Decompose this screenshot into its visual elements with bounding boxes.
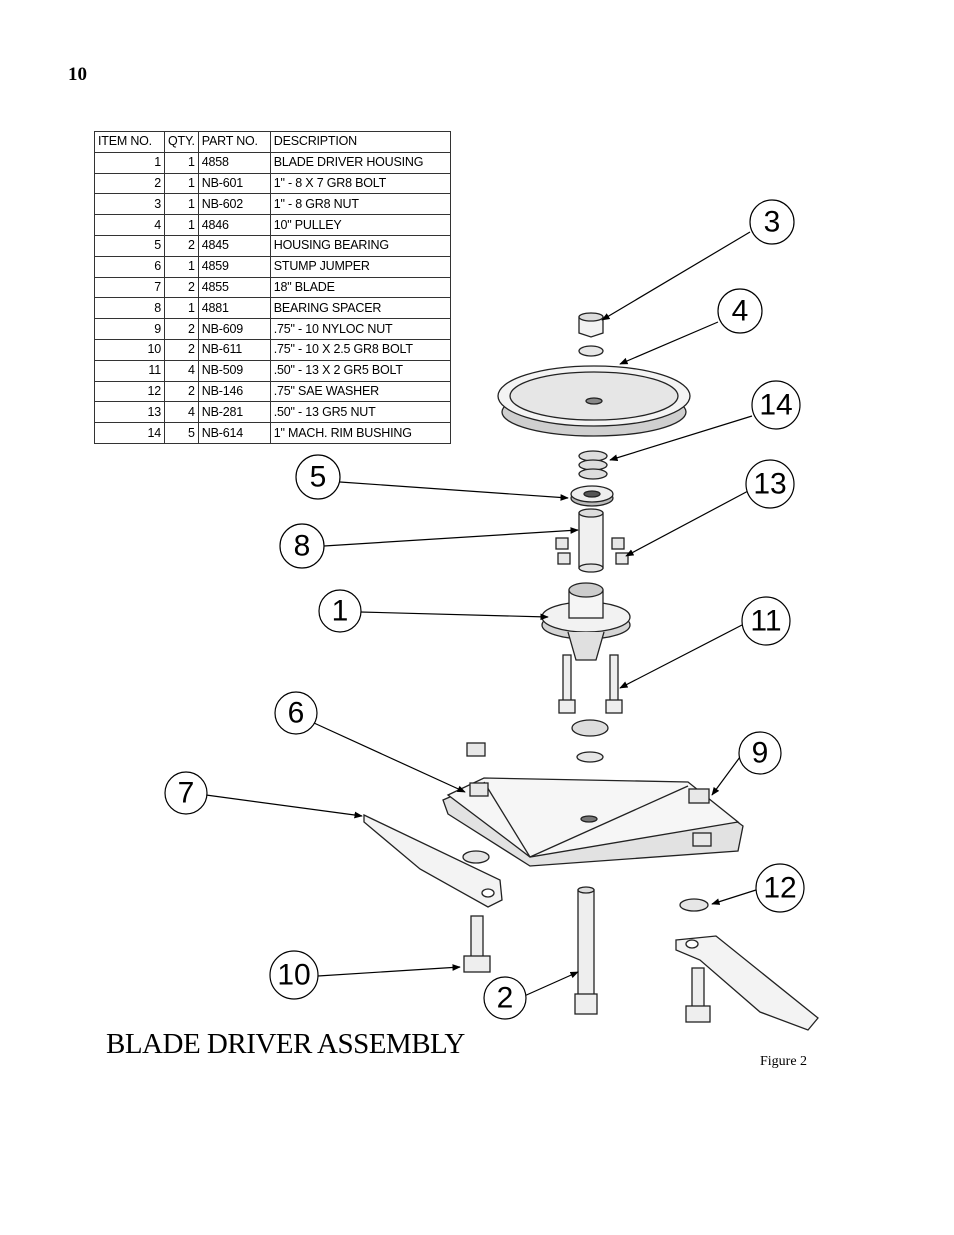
nut-part — [578, 312, 604, 338]
description-cell: .75" - 10 NYLOC NUT — [269, 318, 451, 340]
callout-5: 5 — [310, 461, 327, 494]
item-no-cell: 13 — [94, 401, 165, 424]
header-qty: QTY. — [164, 131, 199, 153]
sae-washer-part — [679, 898, 709, 912]
page-number: 10 — [68, 64, 87, 85]
callout-6: 6 — [288, 697, 305, 730]
callout-circle-13 — [745, 459, 795, 509]
callout-circle-5 — [295, 454, 341, 500]
description-cell: 1" - 8 X 7 GR8 BOLT — [269, 172, 451, 195]
callout-3: 3 — [764, 206, 781, 239]
figure-label: Figure 2 — [760, 1054, 808, 1069]
description-cell: 10" PULLEY — [269, 214, 451, 236]
callout-7: 7 — [178, 777, 195, 810]
description-cell: .50" - 13 GR5 NUT — [269, 401, 451, 424]
loose-nut-part — [466, 742, 486, 757]
lower-bearing-part — [571, 719, 609, 737]
housing-bolt-set — [558, 654, 623, 714]
part-no-cell: 4881 — [197, 297, 271, 320]
callout-circle-8 — [279, 523, 325, 569]
callout-9: 9 — [752, 737, 769, 770]
callout-2: 2 — [497, 982, 514, 1015]
callout-circle-12 — [755, 863, 805, 913]
left-blade-part — [363, 813, 503, 908]
description-cell: HOUSING BEARING — [269, 234, 451, 257]
small-nut-set — [555, 537, 629, 565]
callout-8: 8 — [294, 530, 311, 563]
right-blade-part — [675, 935, 819, 1031]
callout-circle-1 — [318, 589, 362, 633]
item-no-cell: 11 — [94, 359, 165, 382]
right-bolt-part — [685, 967, 711, 1023]
description-cell: BEARING SPACER — [269, 297, 451, 320]
description-cell: 1" MACH. RIM BUSHING — [269, 422, 451, 444]
callout-circle-6 — [274, 691, 318, 735]
callout-circle-10 — [269, 950, 319, 1000]
nyloc-nut-part — [688, 788, 710, 804]
callout-circle-7 — [164, 771, 208, 815]
part-no-cell: 4846 — [197, 214, 271, 236]
callout-circle-14 — [751, 380, 801, 430]
lower-washer-part — [576, 751, 604, 763]
callout-1: 1 — [332, 595, 349, 628]
table-header-row: ITEM NO. QTY. PART NO. DESCRIPTION — [94, 131, 451, 153]
item-no-cell: 12 — [94, 380, 165, 403]
header-item-no: ITEM NO. — [94, 131, 165, 153]
callout-12: 12 — [763, 872, 796, 905]
callout-10: 10 — [277, 959, 310, 992]
part-no-cell: NB-281 — [197, 401, 271, 424]
stump-jumper-part — [442, 777, 744, 867]
rim-bushing-stack — [578, 450, 608, 480]
leader-lines — [205, 231, 757, 998]
pulley-part — [497, 365, 691, 437]
housing-bearing-part — [570, 485, 614, 507]
assembly-title: BLADE DRIVER ASSEMBLY — [106, 1028, 465, 1060]
callout-circle-3 — [749, 199, 795, 245]
callout-circle-11 — [741, 596, 791, 646]
callout-circle-9 — [738, 731, 782, 775]
left-bolt-part — [463, 915, 491, 973]
housing-part — [541, 582, 631, 661]
callout-circle-4 — [717, 288, 763, 334]
callout-circle-2 — [483, 976, 527, 1020]
main-bolt-part — [574, 886, 598, 1015]
callout-14: 14 — [759, 389, 792, 422]
part-no-cell: NB-601 — [197, 172, 271, 195]
qty-cell: 5 — [164, 422, 199, 444]
description-cell: .75" SAE WASHER — [269, 380, 451, 403]
item-no-cell: 14 — [94, 422, 165, 444]
part-no-cell: 4859 — [197, 255, 271, 278]
callout-4: 4 — [732, 295, 749, 328]
part-no-cell: 4858 — [197, 151, 271, 174]
washer-part — [578, 345, 604, 357]
bearing-spacer-part — [578, 508, 604, 573]
callout-13: 13 — [753, 468, 786, 501]
callout-11: 11 — [750, 605, 781, 638]
header-part-no: PART NO. — [197, 131, 271, 153]
